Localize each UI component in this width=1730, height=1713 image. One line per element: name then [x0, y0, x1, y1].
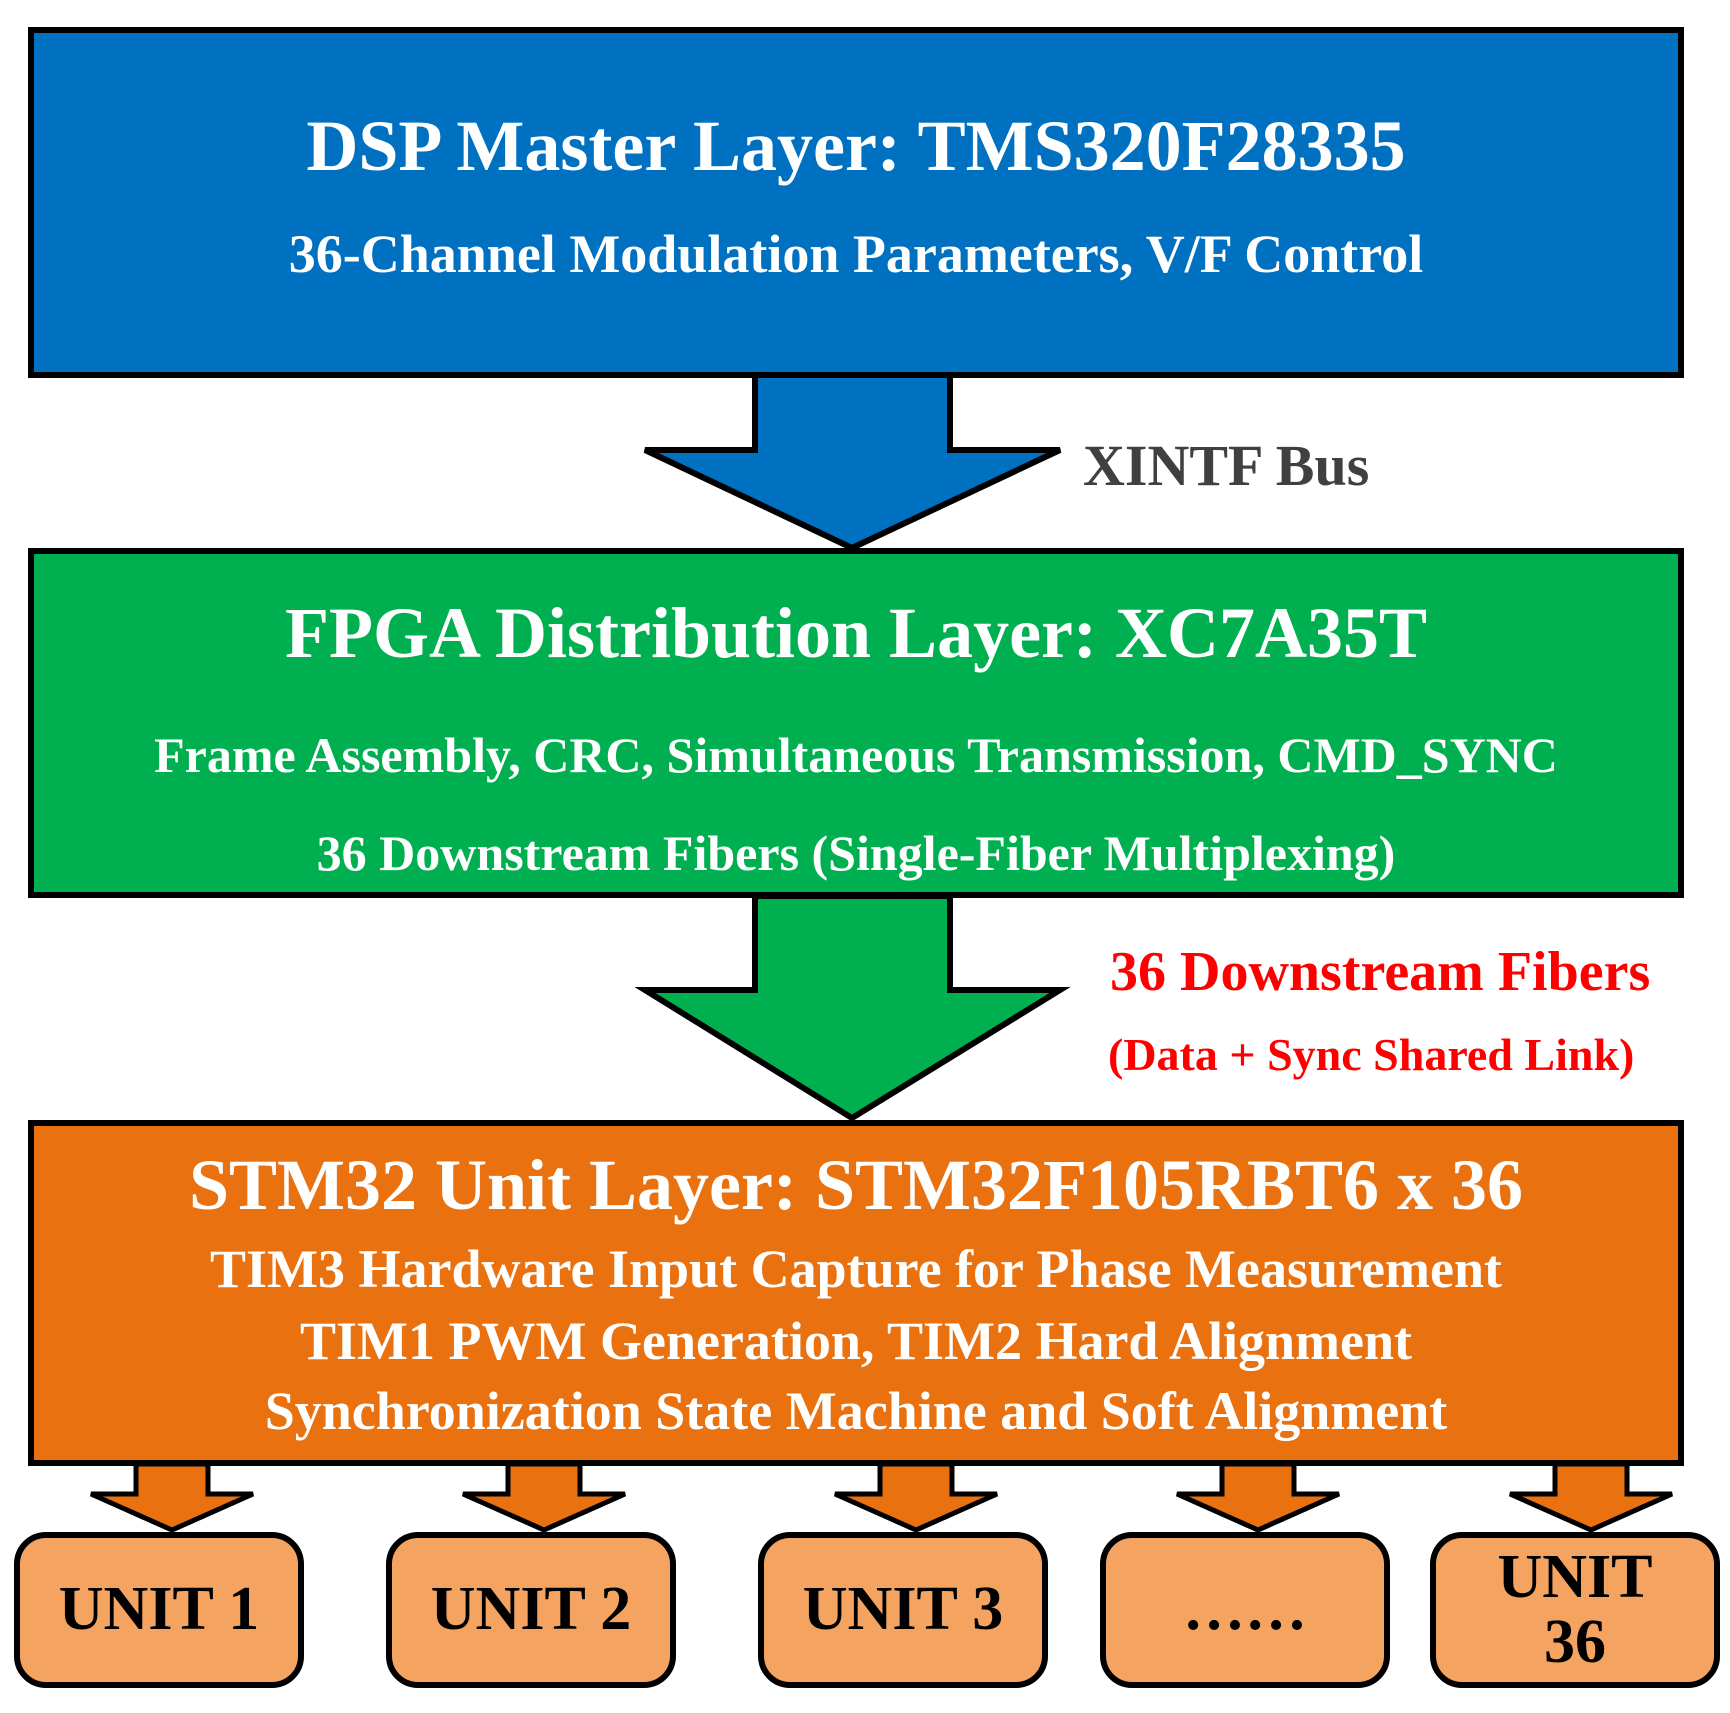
unit-3-box: UNIT 3 [758, 1532, 1048, 1688]
stm32-unit-layer: STM32 Unit Layer: STM32F105RBT6 x 36 TIM… [28, 1120, 1684, 1466]
stm-layer-line-2: TIM1 PWM Generation, TIM2 Hard Alignment [300, 1311, 1412, 1371]
unit-36-box: UNIT 36 [1430, 1532, 1720, 1688]
dsp-layer-title: DSP Master Layer: TMS320F28335 [306, 106, 1406, 186]
unit-36-arrow [1508, 1461, 1674, 1533]
unit-ellipsis-box: …… [1100, 1532, 1390, 1688]
unit-1-box: UNIT 1 [14, 1532, 304, 1688]
unit-36-label: UNIT 36 [1497, 1542, 1653, 1676]
dsp-master-layer: DSP Master Layer: TMS320F28335 36-Channe… [28, 27, 1684, 378]
stm-layer-line-1: TIM3 Hardware Input Capture for Phase Me… [210, 1239, 1502, 1299]
stm-layer-line-3: Synchronization State Machine and Soft A… [264, 1381, 1448, 1441]
unit-3-arrow [833, 1461, 999, 1533]
fiber-arrow [634, 893, 1071, 1122]
fpga-layer-line-2: 36 Downstream Fibers (Single-Fiber Multi… [316, 825, 1396, 881]
unit-1-arrow [89, 1461, 255, 1533]
xintf-arrow [643, 372, 1062, 552]
fpga-layer-line-1: Frame Assembly, CRC, Simultaneous Transm… [154, 727, 1558, 783]
dsp-layer-subtitle: 36-Channel Modulation Parameters, V/F Co… [288, 224, 1424, 284]
unit-ellipsis-label: …… [1183, 1575, 1307, 1644]
fpga-distribution-layer: FPGA Distribution Layer: XC7A35T Frame A… [28, 548, 1684, 898]
stm-layer-title: STM32 Unit Layer: STM32F105RBT6 x 36 [188, 1145, 1523, 1225]
xintf-bus-label: XINTF Bus [1083, 433, 1370, 498]
unit-2-box: UNIT 2 [386, 1532, 676, 1688]
downstream-fibers-label: 36 Downstream Fibers [1110, 941, 1651, 1003]
unit-3-label: UNIT 3 [802, 1575, 1004, 1644]
unit-1-label: UNIT 1 [58, 1575, 260, 1644]
unit-2-label: UNIT 2 [430, 1575, 632, 1644]
shared-link-label: (Data + Sync Shared Link) [1108, 1029, 1635, 1080]
unit-ellipsis-arrow [1175, 1461, 1341, 1533]
fpga-layer-title: FPGA Distribution Layer: XC7A35T [285, 593, 1427, 673]
unit-2-arrow [461, 1461, 627, 1533]
